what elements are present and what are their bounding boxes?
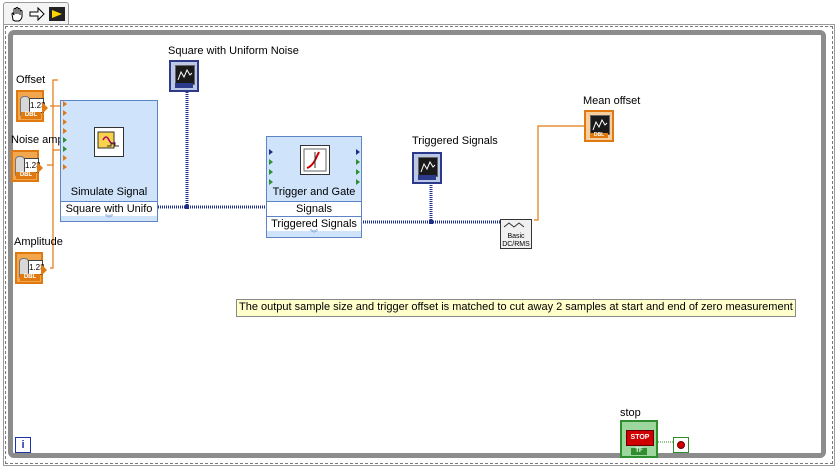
trigger-and-gate-signals-terminal[interactable]: Signals — [267, 201, 361, 216]
simulate-signal-output-terminal[interactable]: Square with Unifo — [61, 201, 157, 216]
simulate-signal-express-vi[interactable]: Simulate Signal Square with Unifo ︾ — [60, 100, 158, 223]
expand-chevron-icon[interactable]: ︾ — [105, 214, 113, 223]
arrow-icon[interactable] — [28, 5, 46, 23]
expand-chevron-icon[interactable]: ︾ — [310, 229, 318, 238]
triggered-signals-graph-indicator[interactable] — [412, 152, 442, 184]
noise-amplitude-control[interactable]: 1.23 DBL — [11, 150, 43, 182]
noise-amplitude-type-badge: DBL — [16, 172, 36, 179]
offset-control[interactable]: 1.23 DBL — [16, 90, 48, 122]
waveform-graph-icon — [418, 157, 438, 177]
output-terminal-icon — [37, 162, 43, 174]
square-noise-graph-indicator[interactable] — [169, 60, 199, 92]
trigger-input-terminals — [269, 149, 273, 185]
loop-condition-terminal[interactable] — [673, 437, 689, 453]
wire-junction — [429, 220, 433, 224]
waveform-graph-icon — [175, 65, 195, 85]
offset-label: Offset — [16, 74, 46, 86]
stop-type-badge: TF — [631, 448, 647, 455]
output-terminal-icon — [42, 102, 48, 114]
stop-button-face: STOP — [626, 430, 654, 446]
waveform-type-badge — [175, 83, 193, 88]
loop-iteration-terminal[interactable]: i — [15, 437, 31, 453]
waveform-type-badge — [418, 175, 436, 180]
simulate-signal-title: Simulate Signal — [70, 186, 148, 198]
hand-icon[interactable] — [8, 5, 26, 23]
waveform-graph-icon — [590, 115, 610, 135]
free-label-comment[interactable]: The output sample size and trigger offse… — [236, 299, 796, 317]
stop-if-true-icon — [677, 441, 685, 449]
trigger-output-terminals — [356, 149, 360, 185]
simulate-input-terminals — [63, 101, 67, 170]
toolbar — [3, 2, 69, 25]
basic-dc-rms-line2: DC/RMS — [502, 241, 530, 248]
basic-dc-rms-vi[interactable]: Basic DC/RMS — [500, 219, 532, 249]
trigger-and-gate-title: Trigger and Gate — [272, 186, 356, 198]
highlight-execution-icon[interactable] — [48, 5, 66, 23]
trigger-and-gate-output-terminal[interactable]: Triggered Signals — [267, 216, 361, 231]
basic-dc-rms-line1: Basic — [507, 233, 525, 240]
dc-rms-icon — [503, 222, 525, 228]
offset-type-badge: DBL — [21, 112, 41, 119]
wire-amplitude — [50, 79, 58, 269]
output-terminal-icon — [41, 264, 47, 276]
wire-mean-offset — [534, 125, 584, 221]
trigger-and-gate-express-vi[interactable]: Trigger and Gate Signals Triggered Signa… — [266, 136, 362, 238]
mean-offset-label: Mean offset — [583, 95, 641, 107]
wire-junction — [185, 205, 189, 209]
while-loop-dashed-border — [5, 26, 833, 464]
trigger-and-gate-icon — [300, 145, 330, 175]
square-noise-label: Square with Uniform Noise — [168, 45, 299, 57]
mean-offset-type-badge: DBL — [590, 133, 608, 138]
mean-offset-indicator[interactable]: DBL — [584, 110, 614, 142]
stop-label: stop — [620, 407, 641, 419]
stop-button-control[interactable]: STOP TF — [620, 420, 658, 458]
triggered-signals-label: Triggered Signals — [412, 135, 498, 147]
amplitude-control[interactable]: 1.23 DBL — [15, 252, 47, 284]
simulate-signal-icon — [94, 127, 124, 157]
amplitude-label: Amplitude — [14, 236, 63, 248]
amplitude-type-badge: DBL — [20, 274, 40, 281]
